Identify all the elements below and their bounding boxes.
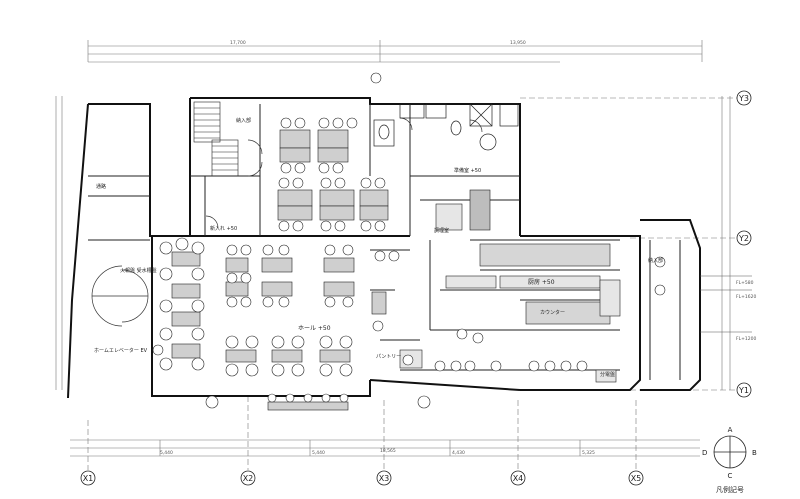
room-label-entrance-right: 納入部 bbox=[648, 257, 663, 264]
axis-bubble-y1: Y1 bbox=[736, 382, 752, 398]
axis-bubble-y2: Y2 bbox=[736, 230, 752, 246]
compass-s: C bbox=[728, 472, 733, 480]
svg-text:Y3: Y3 bbox=[738, 94, 749, 103]
axis-bubbles-x: X1 X2 X3 X4 X5 bbox=[80, 470, 644, 486]
compass-legend: A B C D 凡例記号 bbox=[702, 426, 757, 494]
svg-text:4,430: 4,430 bbox=[452, 450, 465, 456]
room-label-entrance-top: 納入部 bbox=[236, 117, 251, 124]
note-level-a: FL+580 bbox=[736, 280, 754, 286]
note-level-c: FL+1620 bbox=[736, 294, 756, 300]
svg-text:17,700: 17,700 bbox=[230, 40, 246, 46]
room-label-hall: ホール +50 bbox=[298, 325, 331, 332]
axis-bubble-x4: X4 bbox=[510, 470, 526, 486]
note-level-b: FL+1200 bbox=[736, 336, 756, 342]
counter-seats bbox=[402, 256, 666, 372]
room-label-entrance-main: 新入れ +50 bbox=[210, 225, 237, 232]
axis-bubble-x2: X2 bbox=[240, 470, 256, 486]
svg-text:5,325: 5,325 bbox=[582, 450, 595, 456]
svg-text:5,440: 5,440 bbox=[312, 450, 325, 456]
exterior-walls bbox=[67, 97, 701, 399]
room-label-elev: ホームエレベーター EV bbox=[94, 347, 148, 354]
room-label-side-room: 調理室 bbox=[434, 227, 449, 234]
svg-text:5,440: 5,440 bbox=[160, 450, 173, 456]
room-label-counter: カウンター bbox=[540, 309, 565, 316]
axis-bubbles-y: Y3 Y2 Y1 bbox=[736, 90, 752, 398]
svg-text:X1: X1 bbox=[83, 474, 94, 483]
axis-bubble-x3: X3 bbox=[376, 470, 392, 486]
dimension-values: 17,700 13,950 18,565 5,440 5,440 4,430 5… bbox=[160, 40, 595, 456]
axis-bubble-y3: Y3 bbox=[736, 90, 752, 106]
stairs bbox=[193, 101, 239, 177]
svg-text:X5: X5 bbox=[631, 474, 642, 483]
svg-text:X2: X2 bbox=[243, 474, 254, 483]
grid-markers bbox=[152, 72, 431, 409]
restroom-fixtures bbox=[373, 103, 519, 151]
compass-n: A bbox=[728, 426, 733, 434]
axis-bubble-x1: X1 bbox=[80, 470, 96, 486]
room-label-pantry: パントリー bbox=[376, 354, 401, 360]
svg-text:Y1: Y1 bbox=[738, 386, 749, 395]
compass-e: B bbox=[752, 449, 757, 457]
svg-text:X3: X3 bbox=[379, 474, 390, 483]
svg-text:X4: X4 bbox=[513, 474, 524, 483]
axis-bubble-x5: X5 bbox=[628, 470, 644, 486]
room-label-corridor: 通路 bbox=[96, 183, 106, 190]
room-label-meter: 分電盤 bbox=[600, 371, 615, 378]
room-label-kitchen: 厨房 +50 bbox=[528, 278, 555, 286]
upper-dining bbox=[277, 117, 389, 232]
svg-text:18,565: 18,565 bbox=[380, 448, 396, 454]
compass-w: D bbox=[702, 449, 707, 457]
kitchen-equipment bbox=[399, 189, 621, 383]
compass-caption: 凡例記号 bbox=[716, 485, 744, 494]
svg-text:Y2: Y2 bbox=[738, 234, 749, 243]
room-label-uketsuke: 火報盤 受水槽盤 bbox=[120, 267, 157, 274]
room-label-prep: 準備室 +50 bbox=[454, 167, 481, 174]
dimension-lines bbox=[55, 40, 740, 470]
hall-dining bbox=[159, 237, 400, 411]
door-swings bbox=[91, 117, 483, 327]
svg-text:13,950: 13,950 bbox=[510, 40, 526, 46]
